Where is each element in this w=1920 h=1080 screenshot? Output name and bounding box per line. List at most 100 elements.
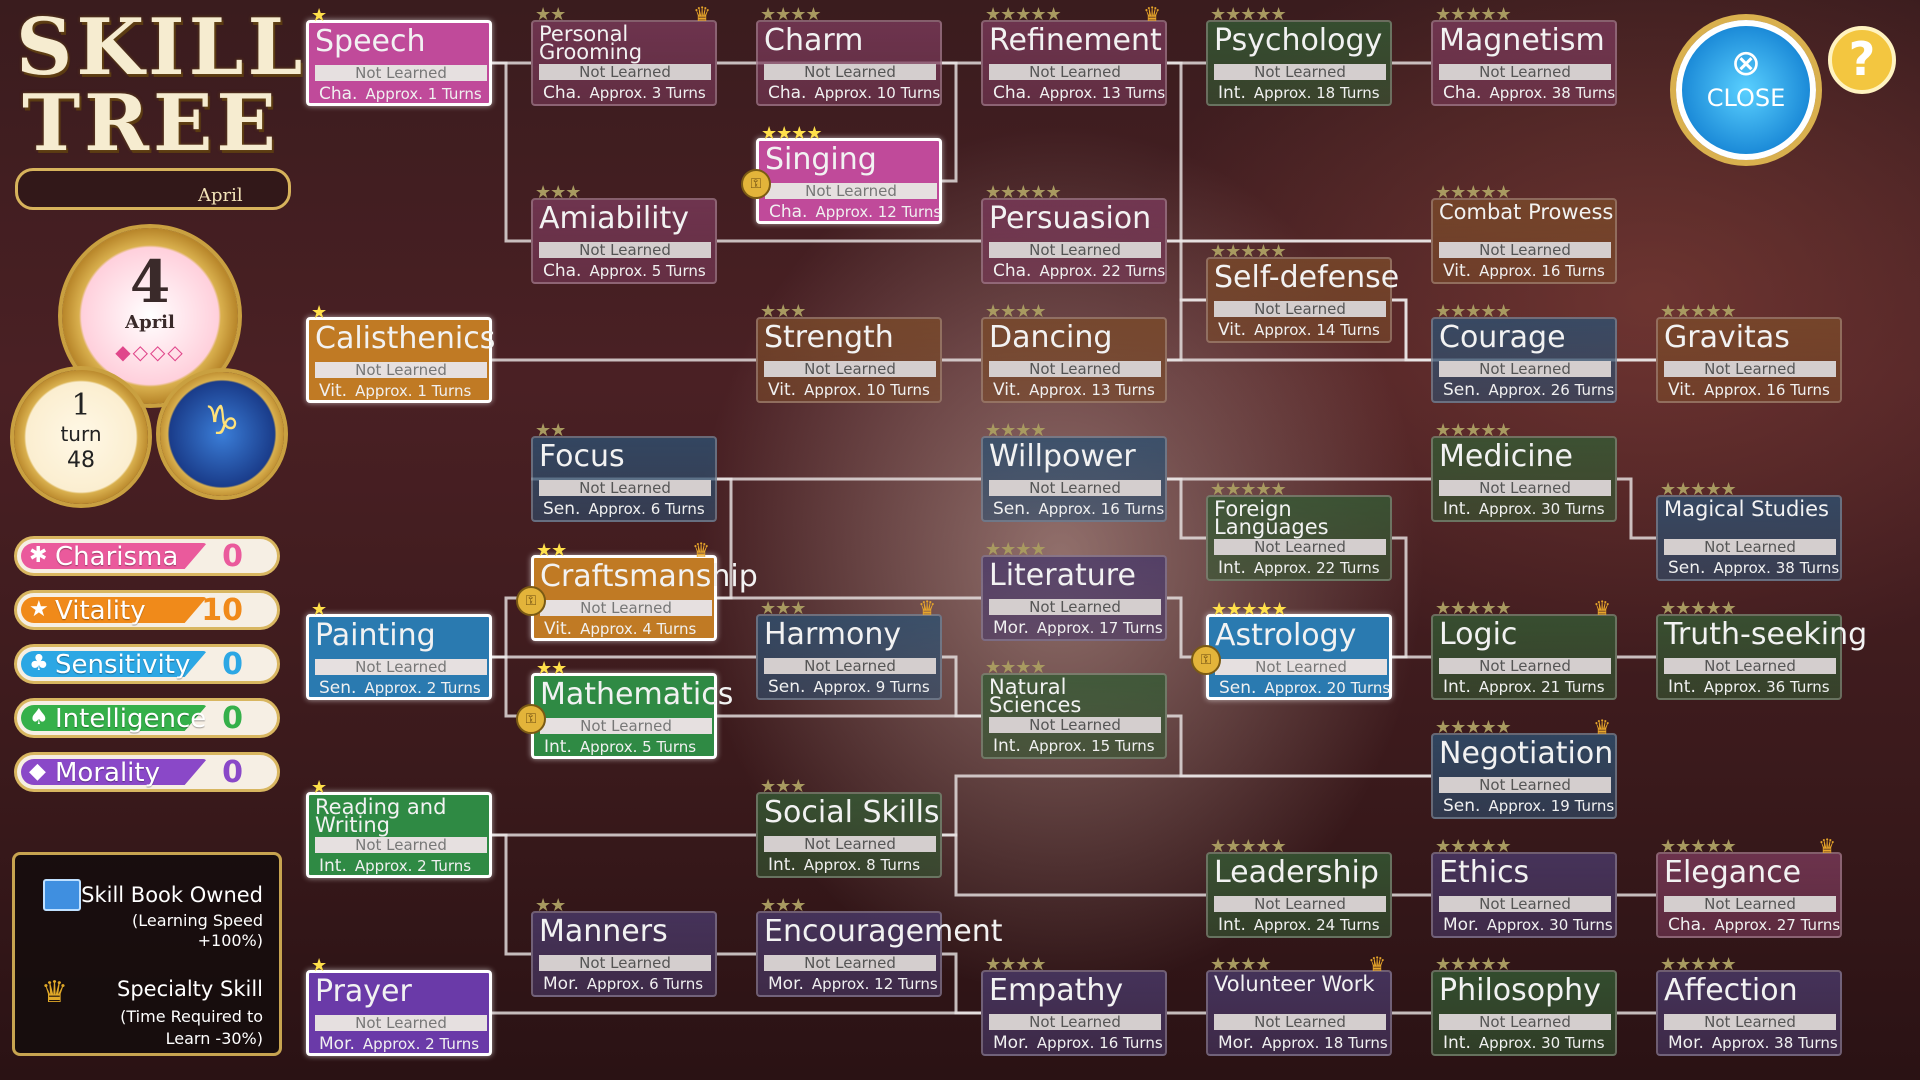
skill-footer: Cha.Approx. 3 Turns <box>539 83 715 103</box>
help-button[interactable]: ? <box>1828 26 1896 94</box>
skill-name: Combat Prowess <box>1439 200 1614 224</box>
skill-turns: Approx. 10 Turns <box>814 84 941 102</box>
crown-icon: ♛ <box>1143 2 1161 26</box>
connector-line <box>492 61 531 243</box>
connector-line <box>1167 477 1206 540</box>
skill-stat: Vit. <box>993 380 1022 400</box>
skill-stars: ★★ <box>536 658 567 679</box>
stat-label: Intelligence <box>55 704 207 734</box>
sidebar: SKILL TREE April 4 April ◆◇◇◇ 1 turn 48 … <box>0 0 302 1080</box>
skill-stat: Sen. <box>1443 380 1481 400</box>
connector-line <box>942 833 1206 897</box>
date-day: 4 <box>129 248 171 316</box>
calendar-month-label: April <box>198 185 243 206</box>
skill-stat: Mor. <box>1218 1033 1254 1053</box>
skill-turns: Approx. 30 Turns <box>1478 500 1605 518</box>
skill-name: Willpower <box>989 439 1136 474</box>
skill-stat: Cha. <box>1668 915 1707 935</box>
skill-status: Not Learned <box>765 183 937 199</box>
skill-turns: Approx. 26 Turns <box>1488 381 1615 399</box>
skill-stat: Sen. <box>1219 678 1257 698</box>
skill-turns: Approx. 36 Turns <box>1703 678 1830 696</box>
skill-footer: Sen. Approx. 38 Turns <box>1664 558 1840 578</box>
close-button[interactable]: ⊗ CLOSE <box>1676 20 1816 160</box>
skill-name: Truth-seeking <box>1664 617 1868 652</box>
skill-stars: ★★★ <box>760 301 806 322</box>
skill-footer: Mor.Approx. 2 Turns <box>315 1034 491 1054</box>
legend-specialty-note1: (Time Required to <box>120 1007 263 1026</box>
skill-footer: Int.Approx. 24 Turns <box>1214 915 1390 935</box>
skill-status: Not Learned <box>1439 361 1611 377</box>
stat-icon: ♠ <box>29 705 49 730</box>
stat-icon: ♣ <box>29 651 49 676</box>
skill-turns: Approx. 38 Turns <box>1713 559 1840 577</box>
skill-turns: Approx. 6 Turns <box>586 975 704 993</box>
skill-stat: Int. <box>1668 677 1696 697</box>
skill-stars: ★★★★ <box>985 420 1047 441</box>
crown-icon: ♛ <box>1368 952 1386 976</box>
zodiac-medallion: ♑ <box>160 372 284 496</box>
skill-status: Not Learned <box>1214 1014 1386 1030</box>
skill-name: Prayer <box>315 974 412 1009</box>
skill-stat: Int. <box>1443 677 1471 697</box>
skill-status: Not Learned <box>1214 539 1386 555</box>
stat-bar <box>21 597 207 623</box>
skill-name: Medicine <box>1439 439 1574 474</box>
skill-turns: Approx. 12 Turns <box>811 975 938 993</box>
skill-turns: Approx. 5 Turns <box>589 262 706 280</box>
skill-stat: Mor. <box>1668 1033 1704 1053</box>
lock-icon: ⚿ <box>1191 645 1221 675</box>
skill-name: Harmony <box>764 617 902 652</box>
skill-footer: Vit.Approx. 10 Turns <box>764 380 940 400</box>
skill-status: Not Learned <box>1664 896 1836 912</box>
skill-stat: Sen. <box>1668 558 1706 578</box>
skill-status: Not Learned <box>764 955 936 971</box>
turn-total: 48 <box>67 448 95 473</box>
skill-turns: Approx. 16 Turns <box>1038 500 1165 518</box>
